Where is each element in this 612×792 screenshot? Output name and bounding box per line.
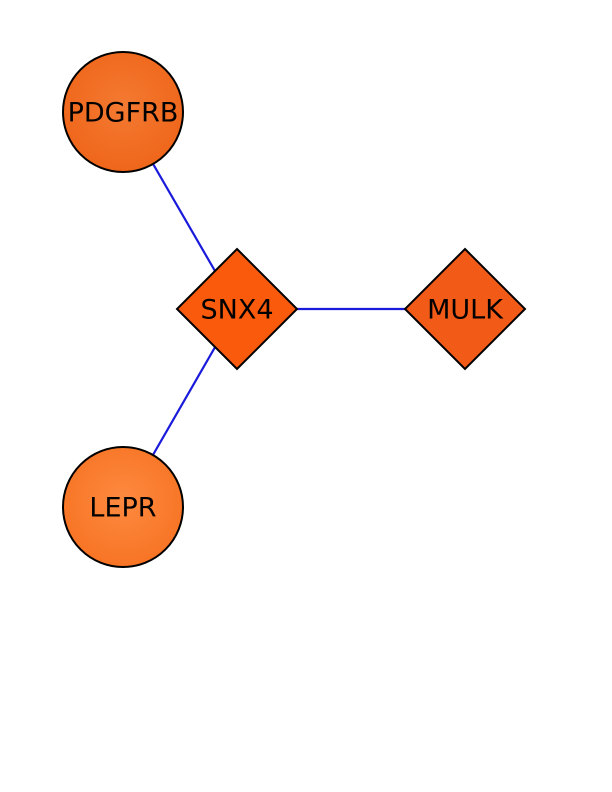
node-label-lepr: LEPR <box>89 493 156 524</box>
node-diamond-mulk[interactable] <box>403 247 527 371</box>
node-pdgfrb[interactable]: PDGFRB <box>62 51 184 173</box>
node-mulk[interactable]: MULK <box>403 247 527 371</box>
node-snx4[interactable]: SNX4 <box>175 247 299 371</box>
node-circle-pdgfrb[interactable] <box>62 51 184 173</box>
node-label-snx4: SNX4 <box>200 295 273 326</box>
node-circle-lepr[interactable] <box>62 446 184 568</box>
node-diamond-snx4[interactable] <box>175 247 299 371</box>
node-label-mulk: MULK <box>427 295 504 326</box>
node-label-pdgfrb: PDGFRB <box>68 98 179 129</box>
nodes-layer: PDGFRB SNX4 MULK LEPR <box>62 51 527 568</box>
node-lepr[interactable]: LEPR <box>62 446 184 568</box>
